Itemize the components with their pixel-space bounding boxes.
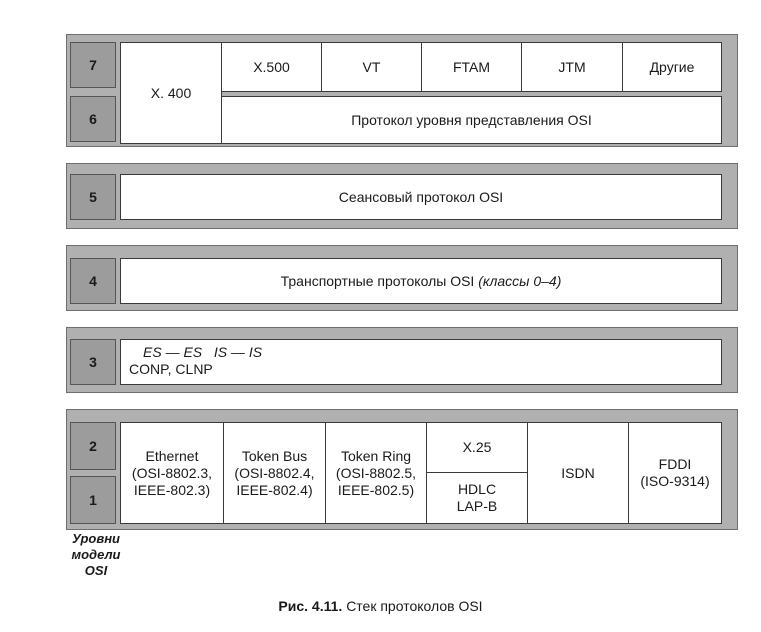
figure-caption-text: Стек протоколов OSI xyxy=(346,598,483,614)
isdn-cell: ISDN xyxy=(527,422,629,524)
other-cell: Другие xyxy=(622,42,722,92)
level-2-number: 2 xyxy=(70,422,116,470)
level-1-number: 1 xyxy=(70,476,116,524)
fddi-standard: (ISO-9314) xyxy=(640,473,710,489)
token-ring-name: Token Ring xyxy=(340,447,412,464)
ethernet-ieee-standard: IEEE-802.3) xyxy=(133,481,211,498)
is-is-label: IS — IS xyxy=(213,344,263,360)
ethernet-osi-standard: (OSI-8802.3, xyxy=(131,464,213,481)
legend-line-1: Уровни xyxy=(71,531,120,546)
x500-cell: X.500 xyxy=(221,42,322,92)
token-ring-ieee-standard: IEEE-802.5) xyxy=(337,481,415,498)
transport-protocols-cell: Транспортные протоколы OSI (классы 0–4) xyxy=(120,258,722,304)
token-ring-osi-standard: (OSI-8802.5, xyxy=(335,464,417,481)
es-es-label: ES — ES xyxy=(143,344,203,360)
level-5-number: 5 xyxy=(70,174,116,220)
figure-caption-number: Рис. 4.11. xyxy=(278,598,343,614)
ftam-cell: FTAM xyxy=(421,42,522,92)
legend-line-3: OSI xyxy=(84,563,108,578)
lapb-label: LAP-B xyxy=(456,498,498,514)
level-4-number: 4 xyxy=(70,258,116,304)
conp-clnp-label: CONP, CLNP xyxy=(129,361,213,377)
hdlc-label: HDLC xyxy=(457,481,497,497)
transport-classes-label: (классы 0–4) xyxy=(478,272,562,289)
presentation-protocol-cell: Протокол уровня представления OSI xyxy=(221,96,722,144)
token-bus-ieee-standard: IEEE-802.4) xyxy=(236,481,313,498)
fddi-cell: FDDI (ISO-9314) xyxy=(628,422,722,524)
legend-line-2: модели xyxy=(71,547,121,562)
vt-cell: VT xyxy=(321,42,422,92)
transport-protocols-label: Транспортные протоколы OSI xyxy=(280,272,475,289)
osi-levels-legend: Уровни модели OSI xyxy=(56,531,136,579)
jtm-cell: JTM xyxy=(521,42,623,92)
token-bus-name: Token Bus xyxy=(241,447,308,464)
x25-cell: X.25 xyxy=(426,422,528,473)
session-protocol-cell: Сеансовый протокол OSI xyxy=(120,174,722,220)
level-3-number: 3 xyxy=(70,339,116,385)
fddi-name: FDDI xyxy=(658,456,692,472)
token-ring-cell: Token Ring (OSI-8802.5, IEEE-802.5) xyxy=(325,422,427,524)
network-protocols-cell: ES — ES IS — IS CONP, CLNP xyxy=(120,339,722,385)
figure-caption: Рис. 4.11. Стек протоколов OSI xyxy=(0,598,761,614)
x400-cell: X. 400 xyxy=(120,42,222,144)
token-bus-cell: Token Bus (OSI-8802.4, IEEE-802.4) xyxy=(223,422,326,524)
ethernet-name: Ethernet xyxy=(145,447,199,464)
level-7-number: 7 xyxy=(70,42,116,88)
hdlc-lapb-cell: HDLC LAP-B xyxy=(426,472,528,524)
token-bus-osi-standard: (OSI-8802.4, xyxy=(234,464,315,481)
level-6-number: 6 xyxy=(70,96,116,142)
ethernet-cell: Ethernet (OSI-8802.3, IEEE-802.3) xyxy=(120,422,224,524)
